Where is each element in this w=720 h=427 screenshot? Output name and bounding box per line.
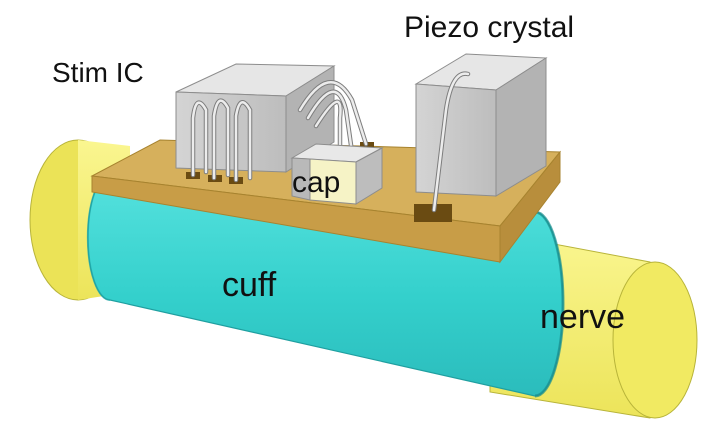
cap-label: cap (292, 166, 340, 199)
piezo-crystal-shape (414, 53, 548, 197)
piezo-bond-wire (431, 71, 471, 213)
bond-wire-shape (190, 80, 369, 183)
cuff-label: cuff (222, 266, 277, 304)
capacitor-shape (290, 143, 384, 205)
nerve-label: nerve (540, 298, 625, 336)
piezo-crystal-label: Piezo crystal (404, 11, 574, 44)
stim-ic-label: Stim IC (52, 57, 144, 88)
